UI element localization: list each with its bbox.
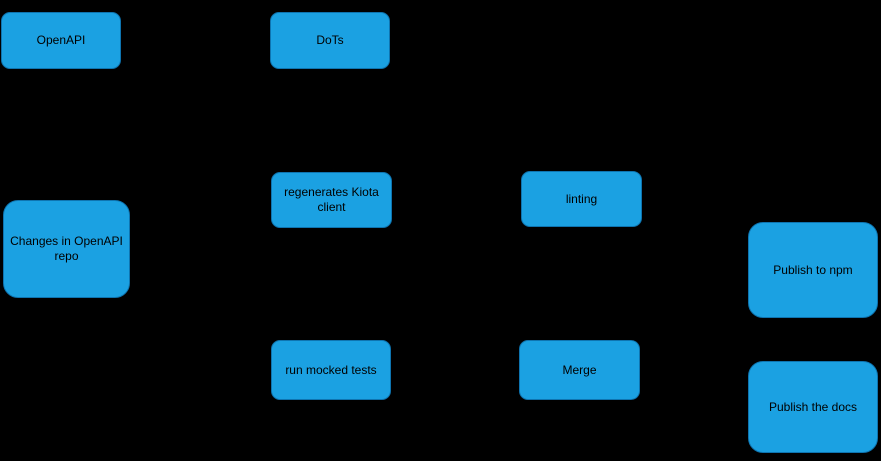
node-linting-label: linting: [565, 191, 598, 206]
node-dots-label: DoTs: [316, 33, 344, 47]
node-openapi-label: OpenAPI: [36, 33, 86, 47]
node-dots[interactable]: DoTs: [270, 12, 390, 69]
node-regenerates-kiota-client-label: regenerates Kiota client: [284, 185, 379, 214]
node-changes-in-openapi-repo[interactable]: Changes in OpenAPI repo: [3, 200, 130, 298]
node-run-mocked-tests-label: run mocked tests: [285, 362, 377, 377]
node-publish-the-docs-label: Publish the docs: [768, 399, 858, 414]
node-openapi[interactable]: OpenAPI: [1, 12, 121, 69]
node-merge-label: Merge: [562, 362, 597, 377]
node-publish-to-npm-label: Publish to npm: [773, 262, 853, 277]
node-publish-to-npm[interactable]: Publish to npm: [748, 222, 878, 318]
node-changes-in-openapi-repo-label: Changes in OpenAPI repo: [10, 234, 123, 263]
node-run-mocked-tests[interactable]: run mocked tests: [271, 340, 391, 400]
node-merge[interactable]: Merge: [519, 340, 640, 400]
node-publish-the-docs[interactable]: Publish the docs: [748, 361, 878, 453]
node-regenerates-kiota-client[interactable]: regenerates Kiota client: [271, 172, 392, 228]
node-linting[interactable]: linting: [521, 171, 642, 227]
